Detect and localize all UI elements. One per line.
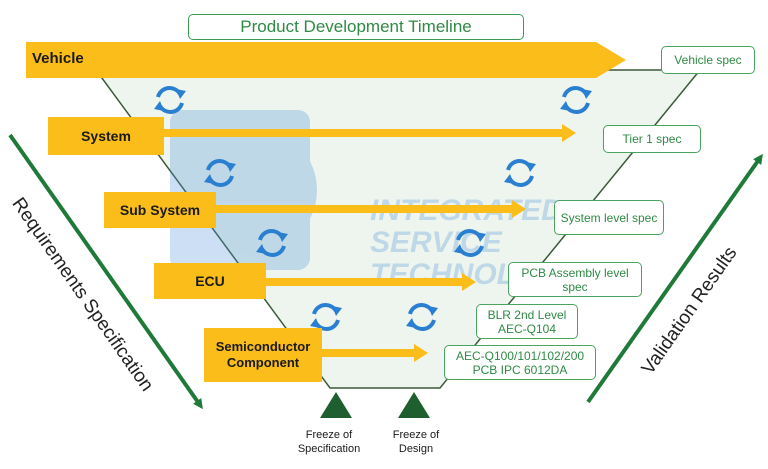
cycle-arrows-icon xyxy=(204,159,236,187)
validation-arrow xyxy=(586,153,763,404)
system-arrow xyxy=(160,124,576,142)
svg-text:SERVICE: SERVICE xyxy=(370,226,503,259)
spec-aec-q100: AEC-Q100/101/102/200 PCB IPC 6012DA xyxy=(444,345,596,380)
cycle-arrows-icon xyxy=(560,86,592,114)
freeze-design-label: Freeze of Design xyxy=(392,429,440,455)
spec-vehicle: Vehicle spec xyxy=(661,46,755,74)
cycle-arrows-icon xyxy=(504,159,536,187)
spec-system-level: System level spec xyxy=(554,200,664,235)
freeze-design-icon xyxy=(398,392,430,418)
cycle-arrows-icon xyxy=(256,229,288,257)
cycle-icons xyxy=(154,86,592,331)
vehicle-arrow xyxy=(26,42,626,78)
semiconductor-arrow xyxy=(320,344,428,362)
level-system-box: System xyxy=(48,117,164,155)
freeze-specification-icon xyxy=(320,392,352,418)
diagram-title: Product Development Timeline xyxy=(188,14,524,40)
cycle-arrows-icon xyxy=(406,303,438,331)
spec-tier1: Tier 1 spec xyxy=(603,125,701,153)
requirements-arrow xyxy=(8,133,203,410)
freeze-specification-label: Freeze of Specification xyxy=(297,429,361,455)
spec-blr: BLR 2nd Level AEC-Q104 xyxy=(476,304,578,339)
cycle-arrows-icon xyxy=(454,229,486,257)
level-semiconductor-box: Semiconductor Component xyxy=(204,328,322,382)
level-ecu-box: ECU xyxy=(154,263,266,299)
ecu-arrow xyxy=(264,273,476,291)
level-vehicle-label: Vehicle xyxy=(32,50,84,67)
subsystem-arrow xyxy=(214,200,526,218)
level-subsystem-box: Sub System xyxy=(104,192,216,228)
spec-pcb-assembly: PCB Assembly level spec xyxy=(508,262,642,297)
cycle-arrows-icon xyxy=(154,86,186,114)
cycle-arrows-icon xyxy=(310,303,342,331)
